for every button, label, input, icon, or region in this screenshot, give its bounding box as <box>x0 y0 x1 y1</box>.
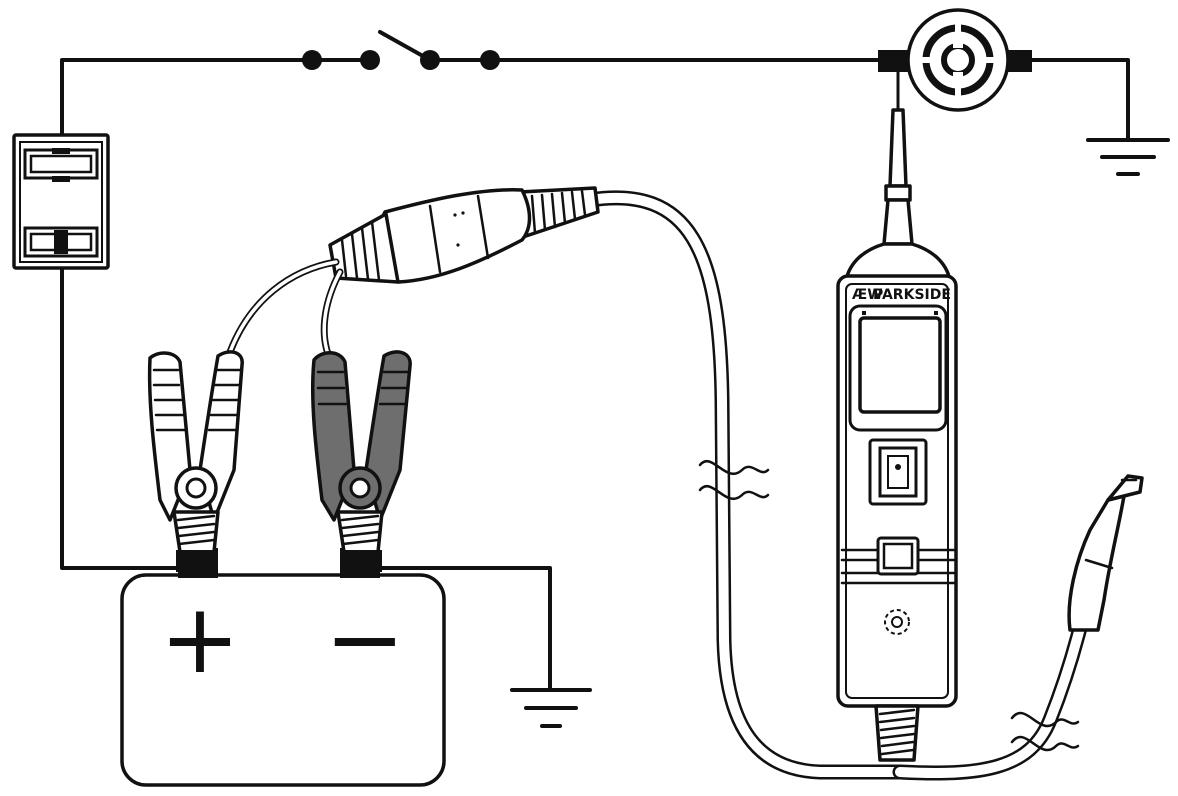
circuit-wires <box>60 58 1130 692</box>
switch <box>302 30 500 70</box>
clamp-leads <box>226 258 344 358</box>
push-button[interactable] <box>876 536 920 576</box>
cable-splitter <box>328 186 600 284</box>
positive-clamp <box>147 350 244 572</box>
brand-name: PARKSIDE <box>873 287 951 303</box>
crocodile-clip <box>1067 474 1144 632</box>
car-battery: + − <box>120 548 446 787</box>
speaker-icon <box>884 609 910 635</box>
rocker-switch[interactable] <box>868 438 928 506</box>
fuse-1 <box>23 148 99 182</box>
tester-body: ÆW PARKSIDE <box>836 274 958 708</box>
earth-lead <box>892 612 1090 781</box>
ground-symbol-battery <box>510 688 592 728</box>
brand-logo: ÆW <box>852 287 883 303</box>
switch-indicator-icon <box>895 464 901 470</box>
negative-symbol: − <box>325 583 405 695</box>
fuse-box <box>12 133 110 270</box>
fuse-2 <box>23 226 99 258</box>
display-screen <box>848 304 948 432</box>
probe-tip <box>844 72 952 282</box>
positive-symbol: + <box>160 583 240 695</box>
negative-clamp <box>310 350 412 572</box>
lamp <box>878 8 1032 112</box>
ground-symbol-right <box>1086 138 1170 176</box>
tester-cable-relief <box>874 704 920 762</box>
tester-cable <box>582 190 908 780</box>
